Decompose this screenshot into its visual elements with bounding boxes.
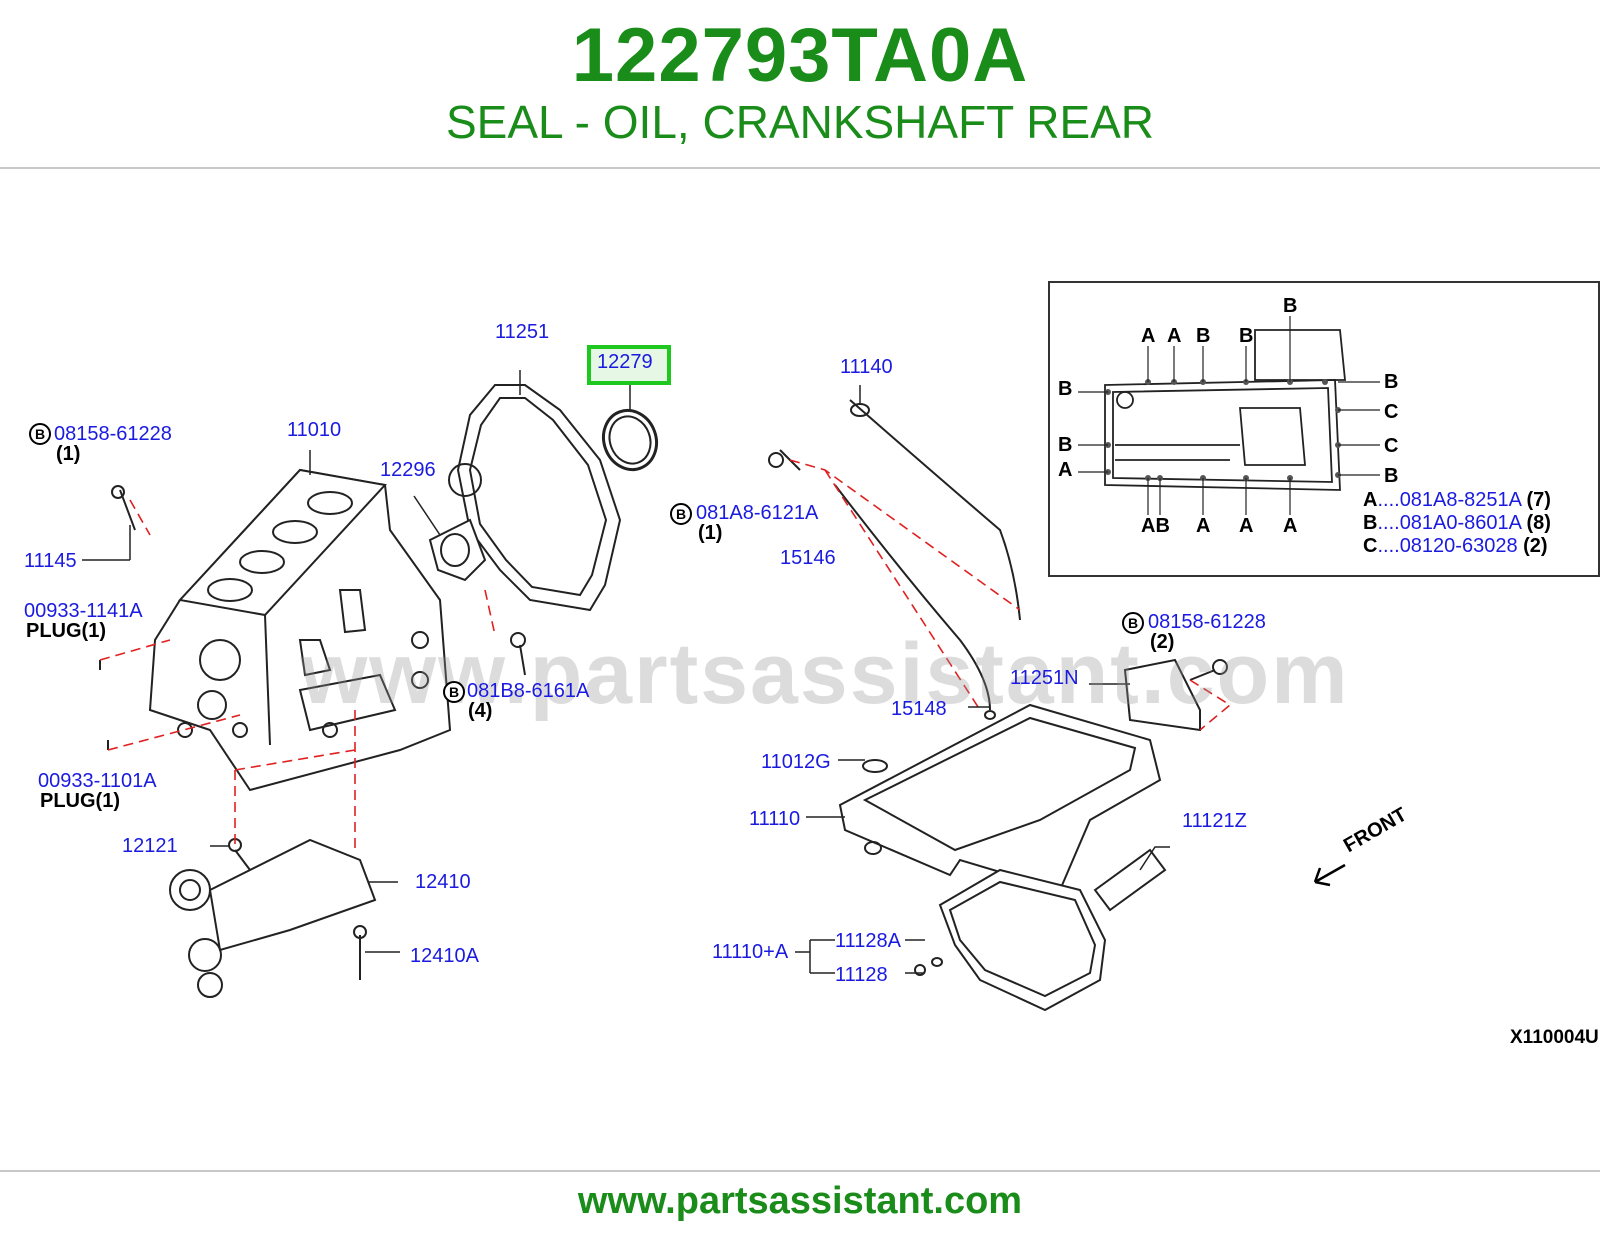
dashed-leaders (99, 459, 1232, 850)
inset-right-letter: C (1384, 401, 1399, 423)
inset-bottom-letter: AB (1141, 515, 1170, 537)
label-11110-plus-A[interactable]: 11110+A (712, 941, 789, 963)
dipstick-drawing (849, 399, 1021, 621)
qty-081B8: (4) (468, 700, 493, 722)
plug-label-a: PLUG(1) (26, 620, 106, 642)
inset-key-row-b: B....081A0-8601A (8) (1363, 512, 1551, 535)
dipstick-guide-drawing (834, 484, 991, 711)
key-part[interactable]: 08120-63028 (1399, 535, 1518, 557)
label-12279-highlighted[interactable]: 12279 (597, 351, 653, 373)
label-12410[interactable]: 12410 (415, 871, 471, 893)
b-marker-icon: B (1122, 612, 1144, 634)
label-15146[interactable]: 15146 (780, 547, 836, 569)
label-11251[interactable]: 11251 (495, 321, 550, 343)
label-11128[interactable]: 11128 (835, 964, 888, 986)
label-15148[interactable]: 15148 (891, 698, 947, 720)
label-11010[interactable]: 11010 (287, 419, 342, 441)
key-letter: A (1363, 489, 1378, 511)
qty-08158-right: (2) (1150, 631, 1175, 653)
key-letter: B (1363, 512, 1378, 534)
lower-oil-pan-drawing (931, 868, 1107, 1012)
baffle-plate-drawing (1123, 658, 1201, 732)
label-08158-61228-right[interactable]: 08158-61228 (1148, 611, 1266, 633)
front-arrow (1313, 863, 1346, 887)
key-dots: .... (1377, 489, 1400, 511)
rear-plate-drawing (448, 384, 622, 612)
key-part[interactable]: 081A0-8601A (1399, 512, 1521, 534)
b-marker-icon: B (670, 503, 692, 525)
plug-label-b: PLUG(1) (40, 790, 120, 812)
oil-pump-drawing (169, 838, 377, 998)
inset-bottom-letter: A (1239, 515, 1254, 537)
label-12121[interactable]: 12121 (122, 835, 178, 857)
inset-left-letter: B (1058, 378, 1073, 400)
key-dots: .... (1377, 535, 1400, 557)
parts-diagram: 11251 12279 11140 B 08158-61228 (1) 1101… (0, 170, 1600, 1170)
label-11012G[interactable]: 11012G (761, 751, 831, 773)
cylinder-block-drawing (148, 468, 452, 792)
header-divider (0, 167, 1600, 169)
label-00933-1101A[interactable]: 00933-1101A (38, 770, 157, 792)
rear-oil-seal-drawing (602, 408, 658, 472)
qty-08158-left: (1) (56, 443, 81, 465)
label-11140[interactable]: 11140 (840, 356, 893, 378)
footer-divider (0, 1170, 1600, 1172)
page-header: 122793TA0A SEAL - OIL, CRANKSHAFT REAR (0, 0, 1600, 170)
label-12410A[interactable]: 12410A (410, 945, 479, 967)
label-08158-61228-left[interactable]: 08158-61228 (54, 423, 172, 445)
inset-left-letter: B (1058, 434, 1073, 456)
inset-right-letter: B (1384, 465, 1399, 487)
diagram-drawing (82, 316, 1380, 1012)
inset-bolt-holes (1105, 379, 1341, 481)
label-081B8-6161A[interactable]: 081B8-6161A (467, 680, 590, 702)
key-letter: C (1363, 535, 1378, 557)
oil-strainer-drawing (1093, 848, 1167, 912)
inset-top-letter: B (1283, 295, 1298, 317)
inset-left-letter: A (1058, 459, 1073, 481)
label-11128A[interactable]: 11128A (835, 930, 901, 952)
label-081A8-6121A[interactable]: 081A8-6121A (696, 502, 819, 524)
inset-key-row-a: A....081A8-8251A (7) (1363, 489, 1551, 512)
inset-top-letter: A (1141, 325, 1156, 347)
inset-bolt-pattern-box (1048, 281, 1600, 577)
key-qty: (7) (1526, 489, 1551, 511)
diagram-code: X110004U (1510, 1027, 1599, 1048)
inset-right-letter: C (1384, 435, 1399, 457)
label-11251N[interactable]: 11251N (1010, 667, 1079, 689)
inset-top-letter: A (1167, 325, 1182, 347)
b-marker-icon: B (29, 423, 51, 445)
part-description: SEAL - OIL, CRANKSHAFT REAR (445, 96, 1155, 148)
qty-081A8: (1) (698, 522, 723, 544)
inset-right-letter: B (1384, 371, 1399, 393)
seal-retainer-drawing (428, 518, 487, 582)
inset-bottom-letter: A (1283, 515, 1298, 537)
inset-top-letter: B (1239, 325, 1254, 347)
leader-lines (82, 370, 1170, 974)
highlighted-part-box (587, 345, 671, 385)
key-dots: .... (1377, 512, 1400, 534)
key-qty: (8) (1526, 512, 1551, 534)
bolts-drawing (99, 449, 1228, 980)
part-number-title: 122793TA0A (571, 13, 1029, 98)
label-11121Z[interactable]: 11121Z (1182, 810, 1247, 832)
inset-oil-pan-drawing (1104, 329, 1346, 491)
inset-leaders (1078, 316, 1380, 515)
footer-website-link[interactable]: www.partsassistant.com (577, 1180, 1023, 1222)
upper-oil-pan-drawing (838, 703, 1162, 892)
key-qty: (2) (1523, 535, 1548, 557)
b-marker-icon: B (443, 681, 465, 703)
inset-key-row-c: C....08120-63028 (2) (1363, 535, 1548, 558)
label-11145[interactable]: 11145 (24, 550, 77, 572)
inset-bottom-letter: A (1196, 515, 1211, 537)
label-00933-1141A[interactable]: 00933-1141A (24, 600, 143, 622)
key-part[interactable]: 081A8-8251A (1399, 489, 1521, 511)
inset-top-letter: B (1196, 325, 1211, 347)
label-12296[interactable]: 12296 (380, 459, 436, 481)
label-11110[interactable]: 11110 (749, 808, 801, 830)
